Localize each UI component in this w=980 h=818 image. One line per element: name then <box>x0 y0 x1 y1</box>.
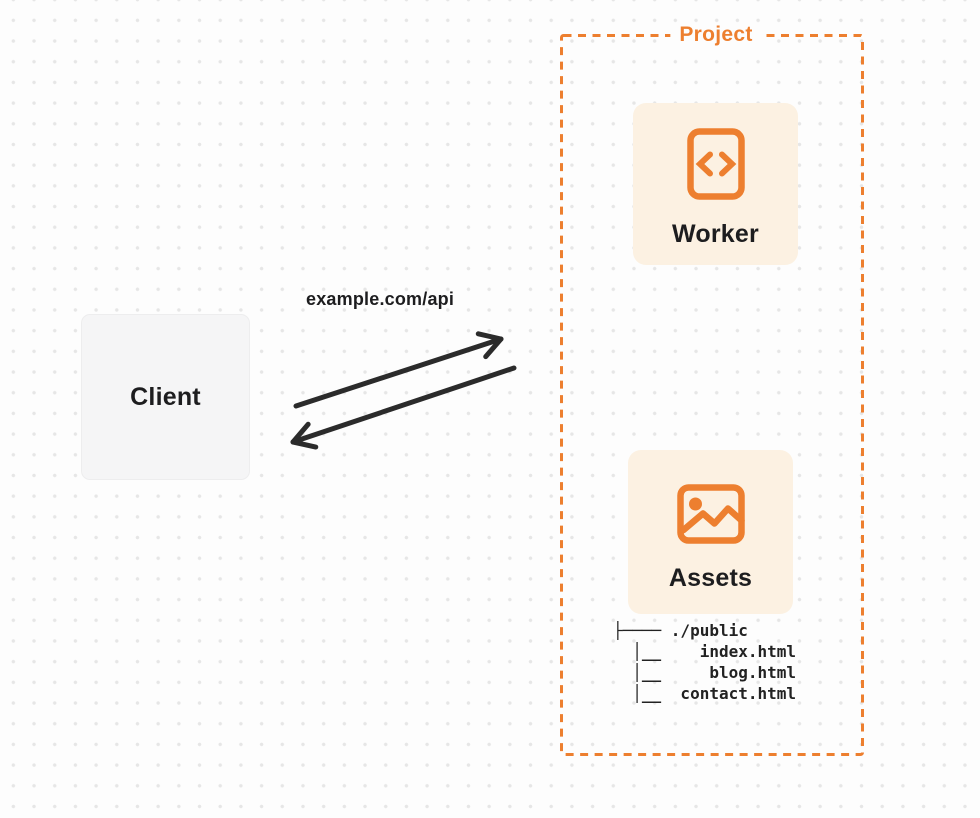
client-node: Client <box>81 314 250 480</box>
project-label: Project <box>670 23 762 47</box>
image-icon <box>676 484 745 544</box>
tree-line-contact: │__ contact.html <box>613 684 797 703</box>
tree-line-blog: │__ blog.html <box>613 663 797 682</box>
assets-node: Assets <box>628 450 793 614</box>
request-url-label: example.com/api <box>306 289 455 309</box>
worker-label: Worker <box>672 220 759 248</box>
worker-node: Worker <box>633 103 798 265</box>
tree-line-index: │__ index.html <box>613 642 797 661</box>
assets-label: Assets <box>668 564 753 592</box>
assets-file-tree: ├──── ./public │__ index.html │__ blog.h… <box>613 620 796 704</box>
client-label: Client <box>130 382 201 411</box>
request-arrow <box>293 331 504 409</box>
response-arrow <box>290 365 517 450</box>
tree-line-public: ├──── ./public <box>613 621 748 640</box>
code-icon <box>686 128 745 200</box>
